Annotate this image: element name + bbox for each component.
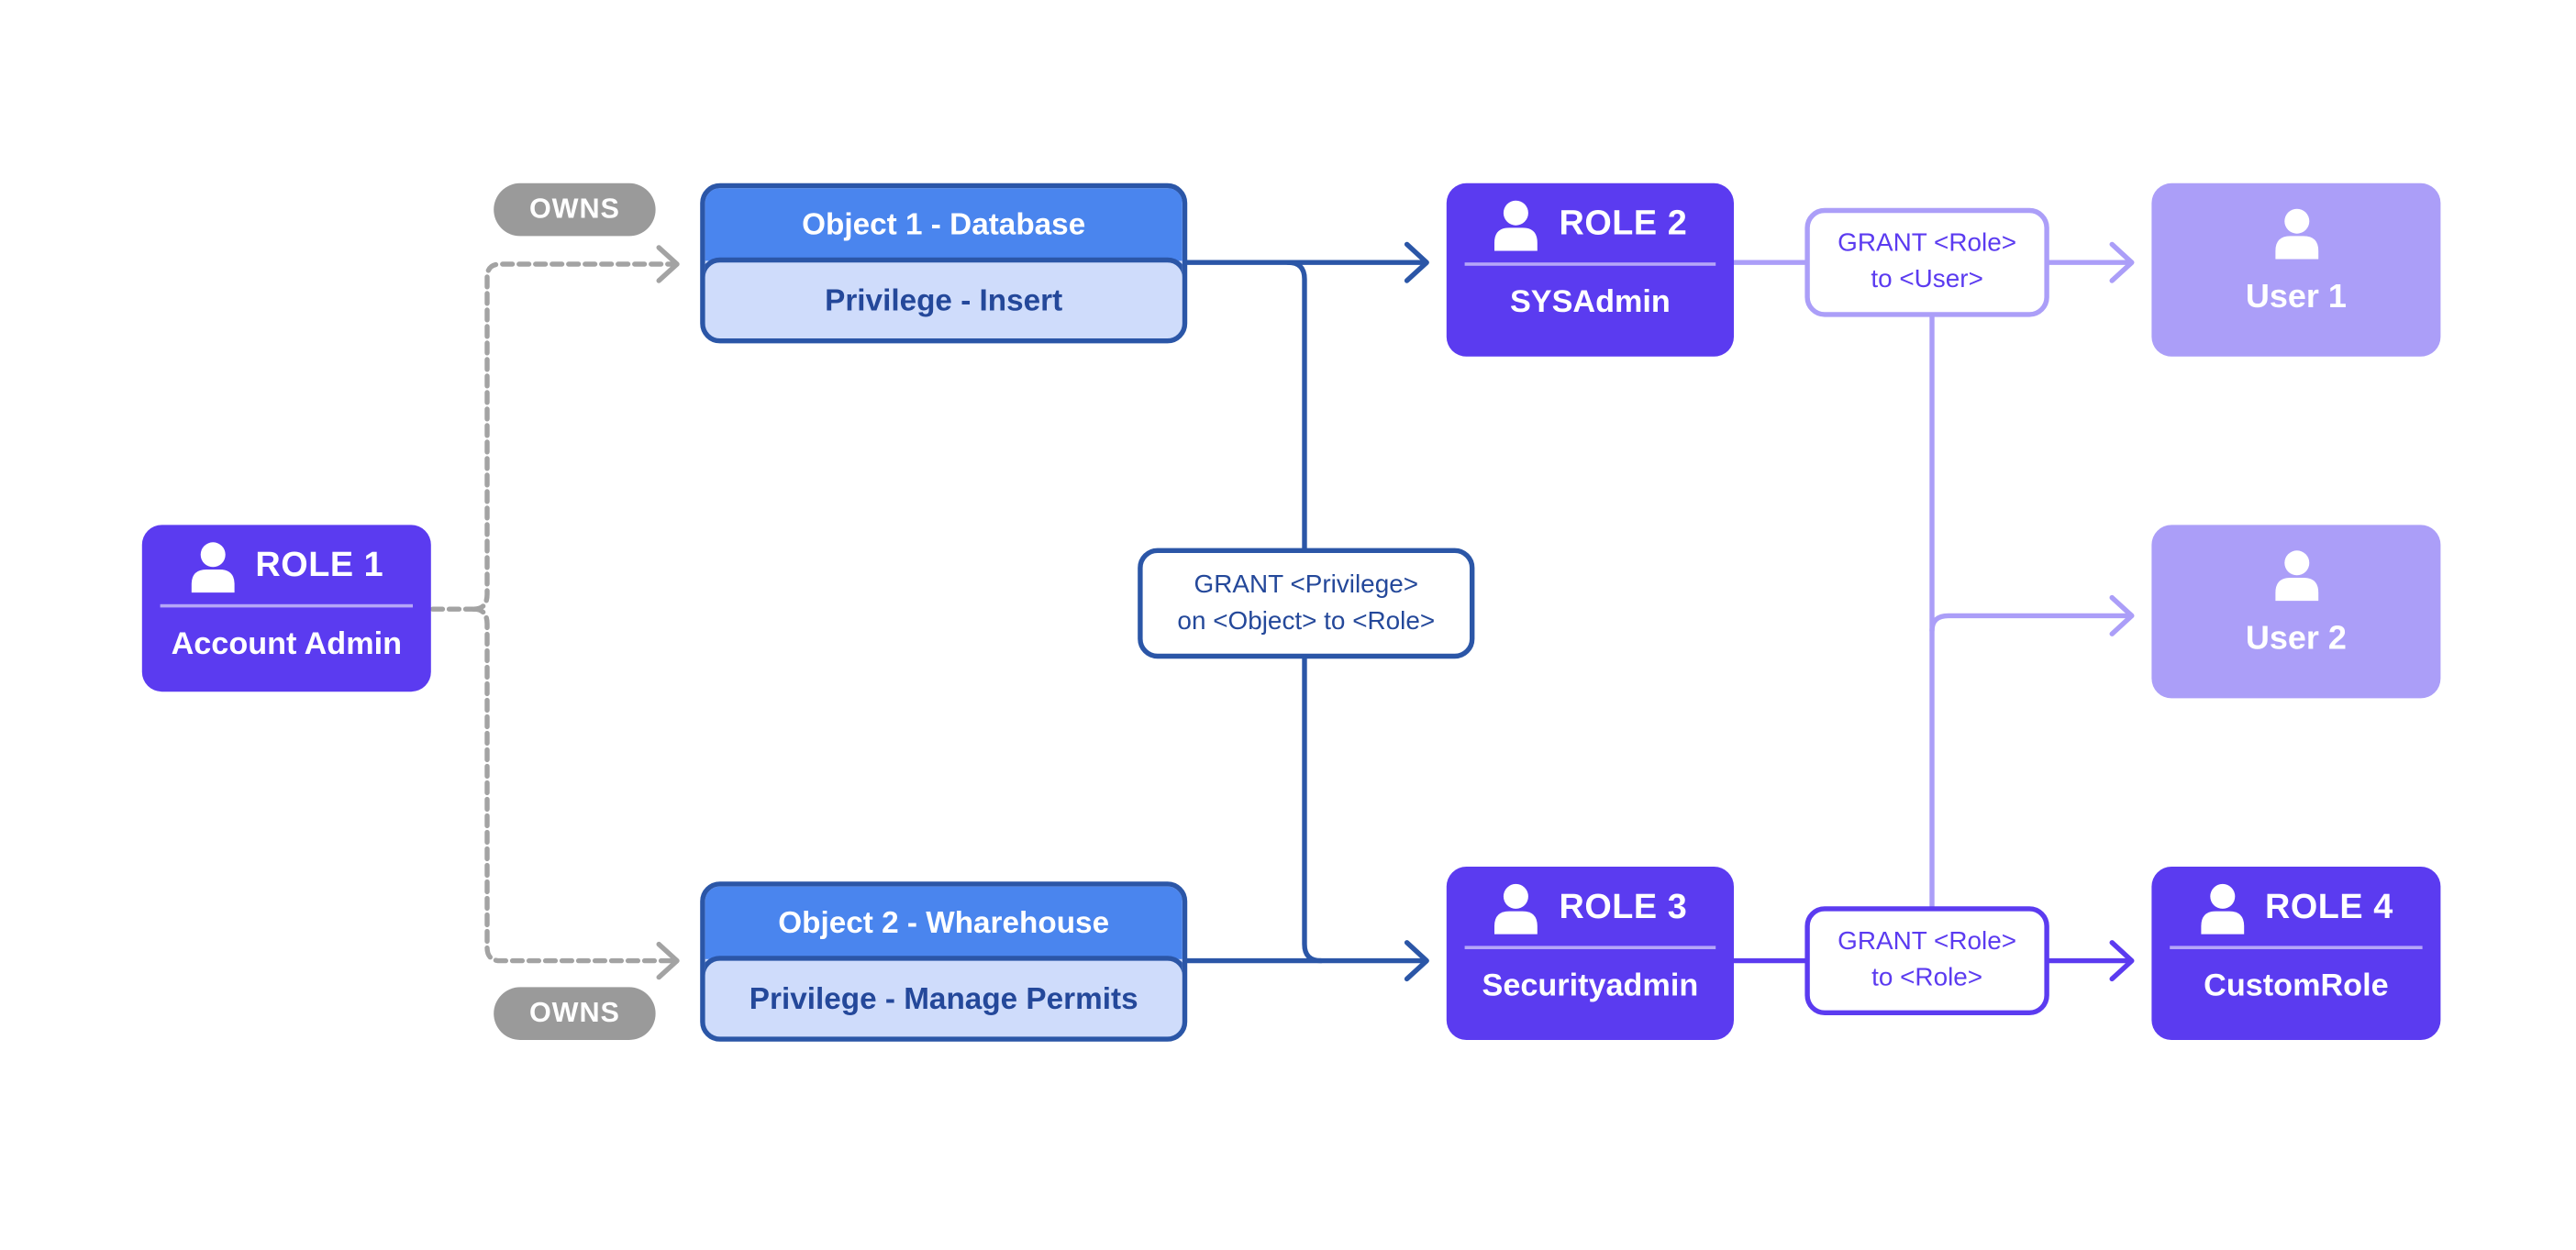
role2-subtitle: SYSAdmin [1509,285,1671,321]
ownership-connectors [429,245,680,980]
role2-title: ROLE 2 [1559,205,1688,243]
role-grant-arrowhead-role4 [2109,940,2135,982]
user1-icon-wrap [2151,208,2440,260]
role3-subtitle: Securityadmin [1482,968,1699,1004]
grant-role-to-role-label: GRANT <Role> to <Role> [1804,906,2049,1015]
user-grant-connectors [1731,241,2135,911]
object1-privilege: Privilege - Insert [705,257,1183,338]
user2-label: User 2 [2245,620,2347,658]
object1-name: Object 1 - Database [705,188,1183,261]
grant-privilege-label: GRANT <Privilege> on <Object> to <Role> [1138,548,1475,659]
role3-node[interactable]: ROLE 3 Securityadmin [1446,867,1734,1040]
ownership-arrowhead-top [656,245,680,283]
grant-role-to-user-line2: to <User> [1871,265,1983,294]
person-icon [2274,208,2318,260]
grant-privilege-line1: GRANT <Privilege> [1194,570,1419,599]
ownership-line-top [471,261,677,612]
grant-role-to-user-line1: GRANT <Role> [1838,229,2017,258]
role2-divider [1464,262,1716,265]
user2-icon-wrap [2151,549,2440,602]
person-icon [191,541,235,592]
user2-node[interactable]: User 2 [2151,525,2441,699]
role4-title: ROLE 4 [2265,888,2393,926]
owns-label-top: OWNS [494,183,656,237]
person-icon [1494,883,1538,934]
object2-node[interactable]: Object 2 - Wharehouse Privilege - Manage… [700,881,1188,1042]
role1-subtitle: Account Admin [171,627,403,662]
owns-label-bottom: OWNS [494,987,656,1040]
role4-header: ROLE 4 [2151,879,2440,935]
role4-node[interactable]: ROLE 4 CustomRole [2151,867,2441,1040]
person-icon [1494,199,1538,250]
grant-role-to-user-label: GRANT <Role> to <User> [1804,207,2049,317]
user-grant-arrowhead-user2 [2109,594,2135,636]
role1-title: ROLE 1 [255,546,384,585]
role4-subtitle: CustomRole [2204,968,2389,1004]
user-grant-line-user2 [1929,613,2133,634]
role4-divider [2170,946,2423,949]
role3-divider [1464,946,1716,949]
role1-header: ROLE 1 [142,538,431,594]
user1-node[interactable]: User 1 [2151,183,2441,357]
ownership-arrowhead-bottom [656,941,680,980]
privilege-arrowhead-role3 [1404,940,1429,982]
role3-header: ROLE 3 [1447,879,1734,935]
object1-node[interactable]: Object 1 - Database Privilege - Insert [700,183,1188,344]
grant-role-to-role-line1: GRANT <Role> [1838,927,2017,957]
user-grant-arrowhead-user1 [2109,241,2135,283]
role3-title: ROLE 3 [1559,888,1688,926]
grant-privilege-line2: on <Object> to <Role> [1177,606,1436,636]
person-icon [2200,883,2244,934]
person-icon [2274,550,2318,602]
user1-label: User 1 [2245,279,2347,315]
role1-node[interactable]: ROLE 1 Account Admin [141,525,431,692]
role2-node[interactable]: ROLE 2 SYSAdmin [1446,183,1734,357]
privilege-arrowhead-role2 [1404,241,1429,283]
ownership-line-bottom [471,606,677,964]
role1-divider [160,603,414,607]
grant-role-to-role-line2: to <Role> [1871,964,1983,992]
role2-header: ROLE 2 [1447,196,1734,252]
object2-name: Object 2 - Wharehouse [705,886,1183,959]
object2-privilege: Privilege - Manage Permits [705,956,1183,1037]
